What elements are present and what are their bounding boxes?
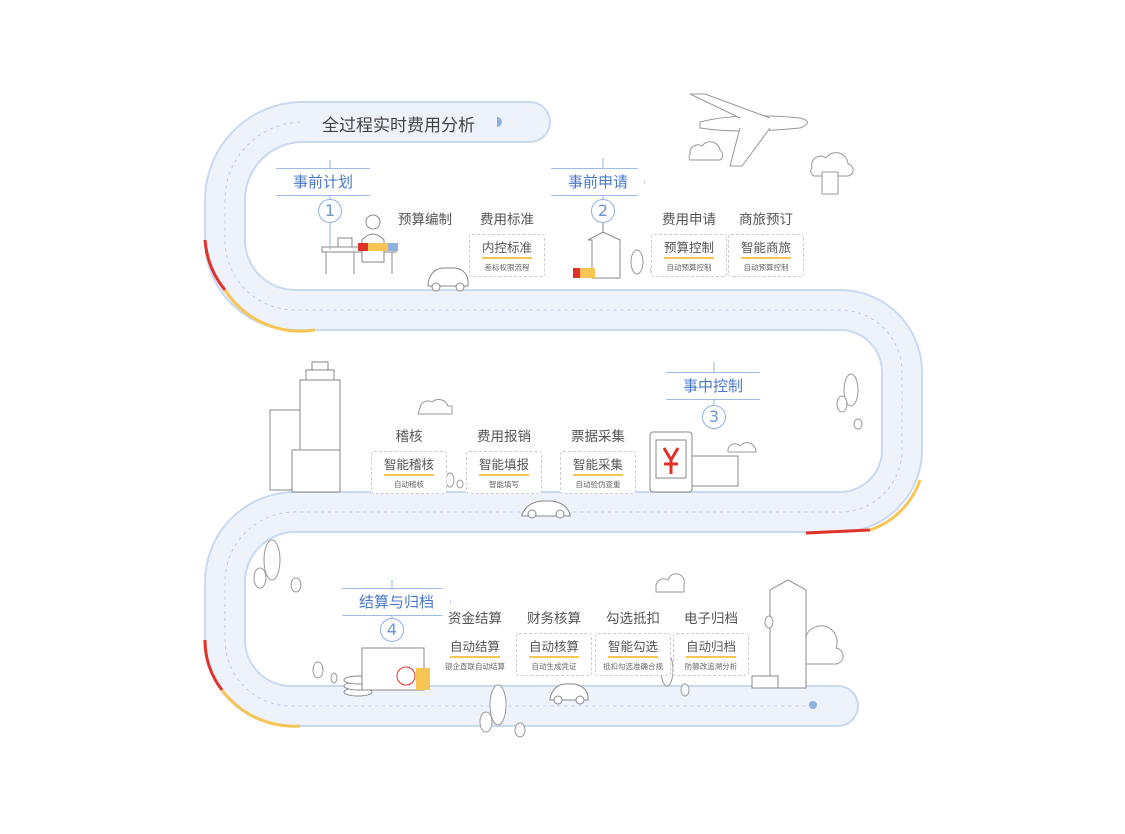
item-reimbursement: 费用报销智能填报智能填写 bbox=[466, 425, 542, 494]
page-title: 全过程实时费用分析 bbox=[322, 116, 475, 136]
item-expense-application: 费用申请预算控制自动预算控制 bbox=[651, 208, 727, 277]
item-expense-standard: 费用标准内控标准差标权限流程 bbox=[469, 208, 545, 277]
stage-number-1: 1 bbox=[318, 199, 342, 223]
item-settlement: 资金结算自动结算银企直联自动结算 bbox=[437, 607, 513, 676]
stage-flag-3: 事中控制 bbox=[666, 372, 761, 400]
stage-number-4: 4 bbox=[380, 618, 404, 642]
item-audit: 稽核智能稽核自动稽核 bbox=[371, 425, 447, 494]
airplane-icon bbox=[689, 93, 808, 167]
stage-flag-4: 结算与归档 bbox=[342, 588, 452, 616]
stage-number-2: 2 bbox=[591, 199, 615, 223]
item-travel-booking: 商旅预订智能商旅自动预算控制 bbox=[728, 208, 804, 277]
building-icon bbox=[269, 222, 807, 697]
road bbox=[203, 101, 923, 728]
item-budget: 预算编制 bbox=[398, 212, 452, 228]
stage-number-3: 3 bbox=[702, 405, 726, 429]
tree-icon bbox=[253, 249, 863, 738]
item-archiving: 电子归档自动归档防篡改追溯分析 bbox=[673, 607, 749, 676]
car-icon bbox=[427, 267, 589, 705]
end-dot bbox=[809, 701, 817, 709]
stage-flag-2: 事前申请 bbox=[551, 168, 646, 196]
item-invoice-collection: 票据采集智能采集自动验伪查重 bbox=[560, 425, 636, 494]
desk-worker-icon bbox=[321, 214, 398, 274]
stage-flag-1: 事前计划 bbox=[276, 168, 371, 196]
item-accounting: 财务核算自动核算自动生成凭证 bbox=[516, 607, 592, 676]
item-tax-deduction: 勾选抵扣智能勾选抵扣勾选准确合规 bbox=[595, 607, 671, 676]
